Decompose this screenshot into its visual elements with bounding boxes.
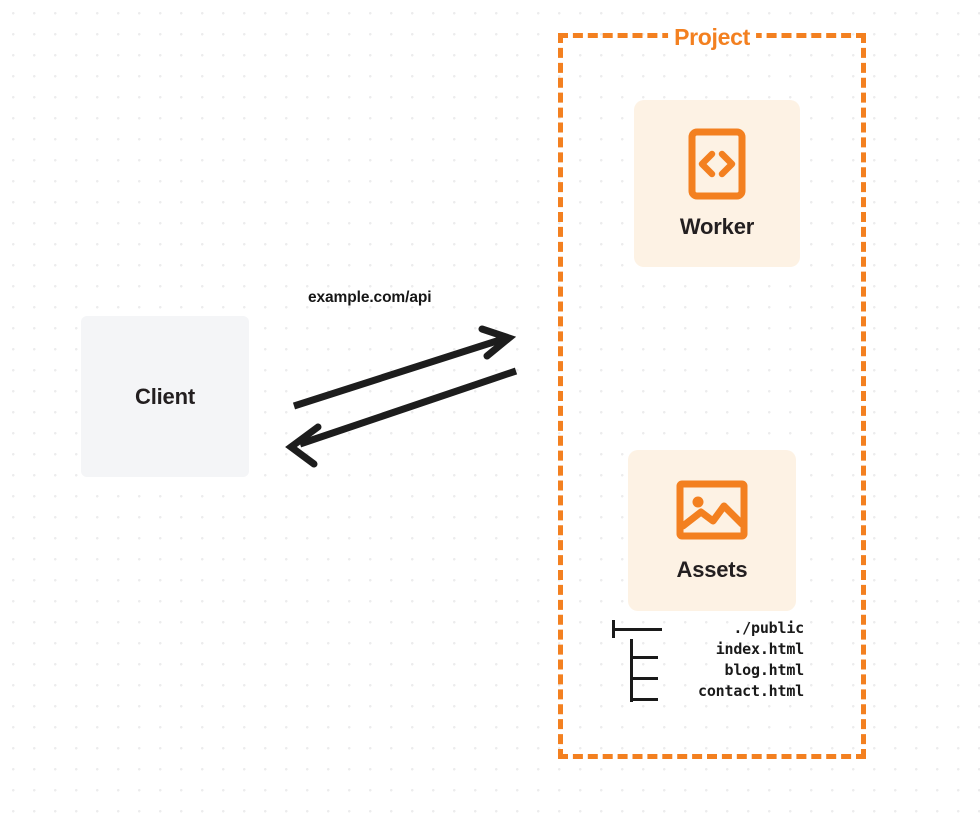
response-arrow-icon — [285, 367, 518, 468]
file-tree-entry-label: index.html — [715, 640, 805, 658]
file-tree-row: blog.html — [608, 660, 804, 681]
request-arrow-icon — [292, 325, 517, 410]
assets-node[interactable]: Assets — [628, 450, 796, 611]
tree-branch-icon — [608, 681, 666, 702]
assets-node-label: Assets — [676, 556, 748, 582]
connection-label: example.com/api — [308, 289, 432, 306]
image-picture-icon — [676, 479, 748, 541]
worker-node-label: Worker — [679, 213, 755, 239]
file-tree-row: index.html — [608, 639, 804, 660]
file-tree-entry-label: ./public — [733, 619, 804, 637]
file-tree-entry-label: blog.html — [724, 661, 805, 679]
assets-file-tree: ./public index.html blog.html contact.ht… — [608, 618, 804, 702]
file-tree-entry-label: contact.html — [698, 682, 804, 700]
tree-branch-icon — [608, 660, 666, 681]
file-tree-row: contact.html — [608, 681, 804, 702]
client-node-label: Client — [135, 383, 195, 409]
worker-node[interactable]: Worker — [634, 100, 800, 267]
code-brackets-icon — [688, 128, 746, 200]
tree-branch-icon — [608, 618, 666, 639]
project-group-title: Project — [668, 24, 756, 51]
tree-branch-icon — [608, 639, 666, 660]
client-node[interactable]: Client — [81, 316, 249, 477]
project-group: Project — [558, 24, 866, 759]
file-tree-row: ./public — [608, 618, 804, 639]
